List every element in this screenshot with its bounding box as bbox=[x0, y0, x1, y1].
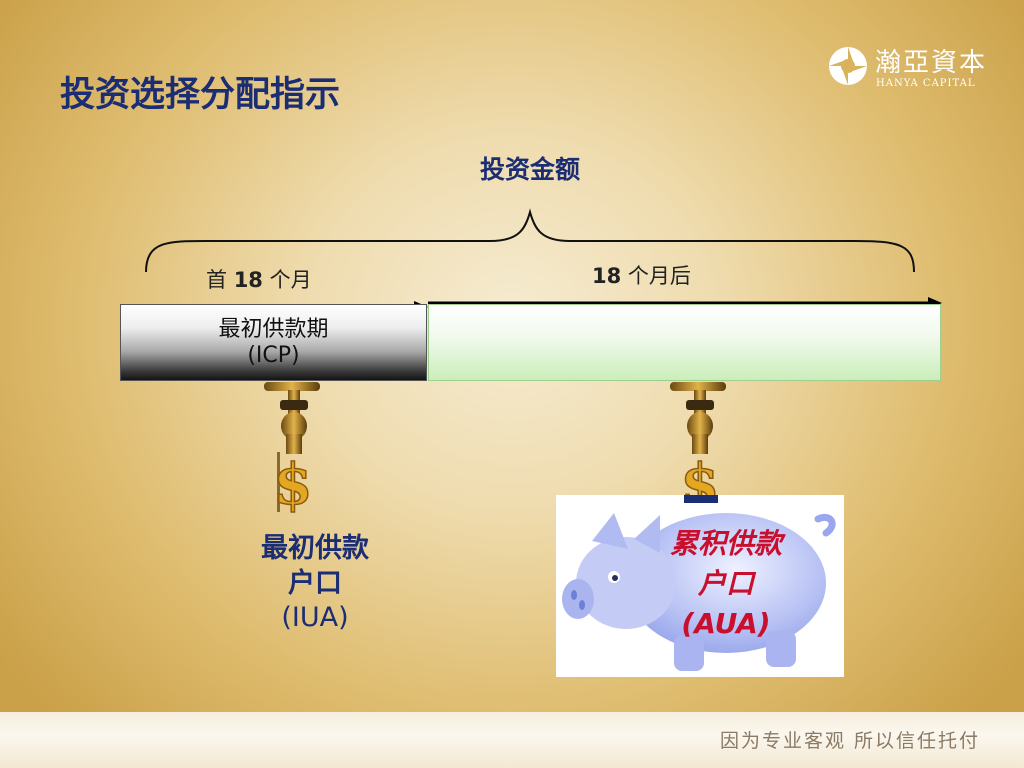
aua-label: 累积供款 户口 (AUA) bbox=[626, 524, 826, 643]
first-period-months: 18 bbox=[233, 268, 263, 292]
logo-name-en: HANYA CAPITAL bbox=[876, 78, 976, 89]
page-title: 投资选择分配指示 bbox=[60, 75, 341, 115]
first-period-label: 首 18 个月 bbox=[206, 264, 312, 294]
later-period-months: 18 bbox=[592, 264, 622, 288]
logo-mark-icon bbox=[829, 47, 867, 85]
iua-name-line1: 最初供款 bbox=[261, 533, 369, 564]
first-period-prefix: 首 bbox=[206, 268, 227, 292]
investment-amount-label: 投资金额 bbox=[479, 155, 580, 184]
aua-name-line1: 累积供款 bbox=[669, 527, 782, 560]
icp-abbr: (ICP) bbox=[247, 343, 300, 368]
piggy-bank-panel: 累积供款 户口 (AUA) bbox=[556, 495, 844, 677]
faucet-iua-icon: $ bbox=[264, 382, 320, 518]
amount-brace bbox=[145, 208, 915, 273]
company-logo: 瀚亞資本 HANYA CAPITAL bbox=[828, 42, 988, 96]
logo-name-cn: 瀚亞資本 bbox=[875, 48, 988, 78]
later-period-suffix: 个月后 bbox=[627, 264, 691, 288]
iua-label: 最初供款 户口 (IUA) bbox=[200, 532, 430, 636]
later-period-box bbox=[428, 304, 941, 381]
footer-slogan: 因为专业客观 所以信任托付 bbox=[719, 730, 980, 752]
later-period-label: 18 个月后 bbox=[592, 260, 691, 290]
piggy-bank-icon bbox=[562, 495, 836, 671]
icp-title: 最初供款期 bbox=[218, 317, 329, 342]
first-period-suffix: 个月 bbox=[269, 268, 312, 292]
footer-band bbox=[0, 712, 1024, 768]
aua-name-line2: 户口 bbox=[697, 566, 754, 600]
iua-name-line2: 户口 bbox=[288, 567, 342, 599]
icp-period-box: 最初供款期 (ICP) bbox=[120, 304, 427, 381]
iua-abbr: (IUA) bbox=[281, 602, 349, 634]
dollar-sign-iua: $ bbox=[274, 452, 313, 518]
aua-abbr: (AUA) bbox=[681, 606, 771, 640]
